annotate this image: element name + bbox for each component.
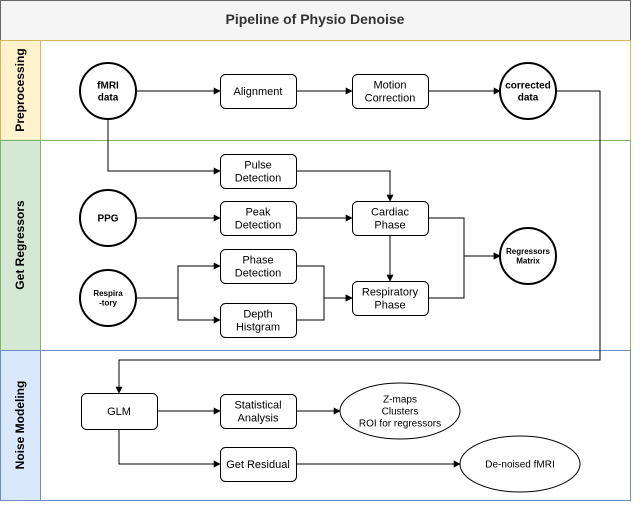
diagram-title: Pipeline of Physio Denoise bbox=[226, 11, 405, 27]
edge-depth-respphase bbox=[296, 294, 353, 321]
edge-pulse-cardiac bbox=[296, 170, 394, 202]
node-ppg-shape bbox=[79, 189, 137, 247]
node-cardiac-phase-label: Cardiac bbox=[371, 206, 409, 218]
nodes: fMRIdataAlignmentMotionCorrectioncorrect… bbox=[79, 62, 581, 493]
node-regressors-matrix-label: Regressors bbox=[506, 247, 551, 256]
node-corrected-data-label: data bbox=[518, 93, 539, 104]
node-cardiac-phase-shape bbox=[352, 201, 429, 236]
node-alignment-label: Alignment bbox=[234, 86, 283, 98]
node-depth-histgram-label: Histgram bbox=[236, 321, 280, 333]
edge-corrected-glm bbox=[115, 90, 601, 394]
node-corrected-data-label: corrected bbox=[505, 81, 551, 92]
node-peak-detection-shape bbox=[220, 201, 297, 236]
node-outputs-shape bbox=[339, 382, 461, 440]
lane-preprocessing-header bbox=[0, 40, 41, 141]
node-respiratory-shape bbox=[79, 269, 137, 327]
node-corrected-data-shape bbox=[499, 62, 557, 120]
node-phase-detection-label: Phase bbox=[242, 254, 273, 266]
node-statistical-analysis-label: Analysis bbox=[238, 412, 279, 424]
lane-preprocessing-label: Preprocessing bbox=[13, 48, 27, 131]
edges bbox=[107, 87, 601, 468]
node-alignment-shape bbox=[220, 74, 297, 109]
node-outputs-label: Z-maps bbox=[383, 395, 417, 406]
node-pulse-detection-shape bbox=[220, 154, 297, 189]
edge-fmri-pulse bbox=[107, 120, 221, 175]
node-respiratory-phase-label: Phase bbox=[374, 299, 405, 311]
node-glm: GLM bbox=[81, 393, 158, 430]
lane-noise-modeling-header bbox=[0, 350, 41, 501]
node-ppg-label: PPG bbox=[97, 214, 118, 225]
node-respiratory-phase-label: Respiratory bbox=[362, 286, 419, 298]
node-peak-detection-label: Detection bbox=[235, 219, 281, 231]
node-get-residual-label: Get Residual bbox=[226, 459, 290, 471]
node-regressors-matrix-label: Matrix bbox=[516, 257, 540, 266]
edge-resp-depth bbox=[137, 297, 221, 324]
node-glm-label: GLM bbox=[107, 406, 131, 418]
node-motion-correction-label: Correction bbox=[365, 92, 416, 104]
node-denoised-fmri: De-noised fMRI bbox=[459, 435, 581, 493]
node-denoised-fmri-label: De-noised fMRI bbox=[485, 460, 554, 471]
node-fmri-data-shape bbox=[79, 62, 137, 120]
node-outputs-label: Clusters bbox=[382, 407, 419, 418]
node-respiratory: Respira-tory bbox=[79, 269, 137, 327]
node-outputs-label: ROI for regressors bbox=[359, 419, 441, 430]
node-peak-detection-label: Peak bbox=[245, 206, 271, 218]
node-get-residual: Get Residual bbox=[220, 447, 297, 482]
node-glm-shape bbox=[81, 393, 158, 430]
node-pulse-detection-label: Pulse bbox=[244, 159, 272, 171]
lane-noise-modeling-label: Noise Modeling bbox=[13, 381, 27, 470]
edge-respphase-regressors bbox=[428, 252, 501, 299]
node-respiratory-phase-shape bbox=[352, 281, 429, 316]
node-alignment: Alignment bbox=[220, 74, 297, 109]
node-cardiac-phase-label: Phase bbox=[374, 219, 405, 231]
node-statistical-analysis-label: Statistical bbox=[234, 399, 281, 411]
node-statistical-analysis-shape bbox=[220, 394, 297, 429]
node-respiratory-label: Respira bbox=[93, 289, 123, 298]
lane-get-regressors-label: Get Regressors bbox=[13, 200, 27, 290]
node-motion-correction-label: Motion bbox=[373, 79, 406, 91]
node-regressors-matrix-shape bbox=[499, 227, 557, 285]
node-depth-histgram-shape bbox=[220, 303, 297, 338]
node-fmri-data-label: data bbox=[98, 93, 119, 104]
node-phase-detection-shape bbox=[220, 249, 297, 284]
node-fmri-data-label: fMRI bbox=[97, 81, 119, 92]
node-pulse-detection-label: Detection bbox=[235, 172, 281, 184]
node-depth-histgram-label: Depth bbox=[243, 308, 272, 320]
edge-glm-residual bbox=[118, 429, 221, 468]
node-respiratory-label: -tory bbox=[99, 299, 117, 308]
title-bar bbox=[0, 0, 631, 41]
node-get-residual-shape bbox=[220, 447, 297, 482]
node-ppg: PPG bbox=[79, 189, 137, 247]
node-motion-correction-shape bbox=[352, 74, 429, 109]
node-phase-detection-label: Detection bbox=[235, 267, 281, 279]
node-denoised-fmri-shape bbox=[459, 435, 581, 493]
